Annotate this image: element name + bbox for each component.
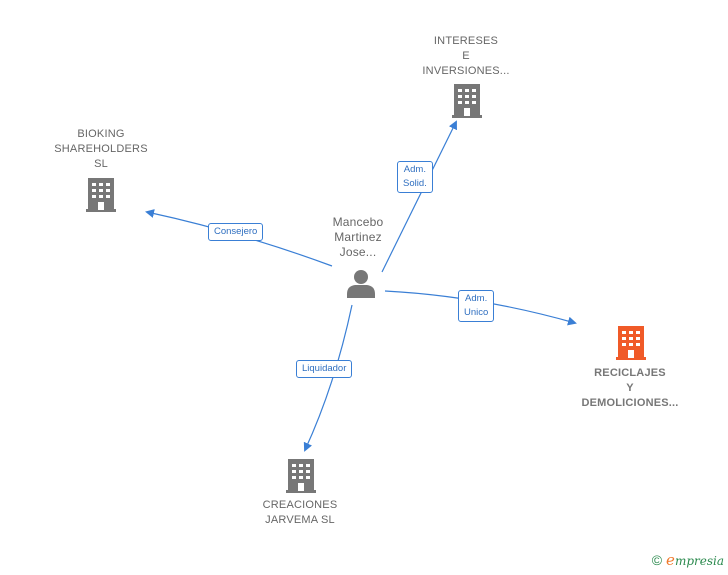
relation-label-creaciones: Liquidador — [296, 360, 353, 378]
edge-to-intereses — [381, 120, 457, 273]
person-icon[interactable] — [347, 270, 375, 298]
brand-footer[interactable]: ©empresia — [652, 551, 724, 569]
relation-label-bioking: Consejero — [208, 223, 264, 241]
edge-to-creaciones — [303, 304, 353, 452]
relation-label-intereses: Adm. Solid. — [397, 161, 433, 193]
company-label-bioking[interactable]: BIOKING SHAREHOLDERS SL — [54, 128, 148, 170]
brand-logo: empresia — [666, 551, 724, 569]
company-label-intereses[interactable]: INTERESES E INVERSIONES... — [422, 35, 510, 77]
building-icon-reciclajes[interactable] — [616, 326, 646, 360]
building-icon-intereses[interactable] — [452, 84, 482, 118]
company-label-reciclajes[interactable]: RECICLAJES Y DEMOLICIONES... — [581, 367, 679, 409]
relation-label-reciclajes: Adm. Unico — [458, 290, 495, 322]
company-label-creaciones[interactable]: CREACIONES JARVEMA SL — [262, 499, 338, 526]
building-icon-bioking[interactable] — [86, 178, 116, 212]
copyright-icon: © — [651, 552, 663, 568]
building-icon-creaciones[interactable] — [286, 459, 316, 493]
person-label[interactable]: Mancebo Martinez Jose... — [332, 215, 384, 259]
